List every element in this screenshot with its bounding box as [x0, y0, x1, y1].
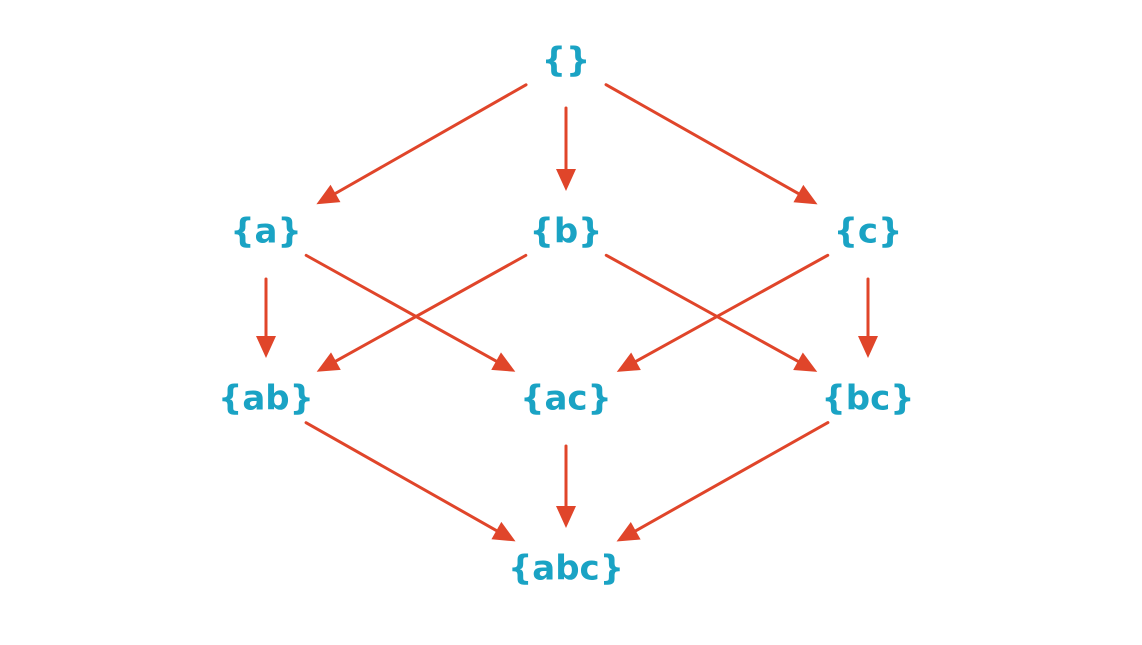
nodes: {} {a} {b} {c} {ab} {ac} {bc} {abc}: [218, 41, 914, 589]
edge-line: [334, 253, 528, 363]
arrowhead-icon: [793, 352, 818, 372]
arrowhead-icon: [616, 352, 641, 372]
node-abc: {abc}: [508, 549, 624, 589]
arrowhead-icon: [491, 352, 516, 372]
arrowhead-icon: [316, 352, 341, 372]
edge-ab-abc: [304, 421, 516, 542]
edge-line: [304, 253, 498, 363]
node-b: {b}: [530, 212, 603, 252]
edge-line: [304, 421, 498, 533]
edge-c-ac: [616, 253, 830, 372]
edge-empty-b: [556, 106, 576, 191]
edge-c-bc: [858, 277, 878, 358]
edge-ac-abc: [556, 444, 576, 528]
arrowhead-icon: [491, 521, 516, 542]
node-empty: {}: [542, 41, 590, 81]
arrowhead-icon: [793, 184, 818, 205]
edge-empty-a: [316, 83, 528, 205]
edge-b-ab: [316, 253, 528, 372]
edge-line: [634, 253, 830, 363]
edge-bc-abc: [616, 421, 830, 542]
node-a: {a}: [230, 212, 301, 252]
node-c: {c}: [834, 212, 903, 252]
edges: [256, 83, 878, 542]
node-ac: {ac}: [520, 379, 612, 419]
arrowhead-icon: [858, 336, 878, 358]
edge-line: [604, 253, 800, 363]
edge-line: [334, 83, 528, 195]
arrowhead-icon: [616, 522, 641, 542]
edge-empty-c: [604, 83, 818, 205]
node-ab: {ab}: [218, 379, 314, 419]
edge-a-ab: [256, 277, 276, 358]
edge-a-ac: [304, 253, 516, 372]
arrowhead-icon: [316, 184, 341, 205]
arrowhead-icon: [556, 506, 576, 528]
arrowhead-icon: [556, 169, 576, 191]
edge-line: [634, 421, 830, 533]
edge-line: [604, 83, 800, 196]
arrowhead-icon: [256, 336, 276, 358]
edge-b-bc: [604, 253, 818, 372]
node-bc: {bc}: [822, 379, 915, 419]
